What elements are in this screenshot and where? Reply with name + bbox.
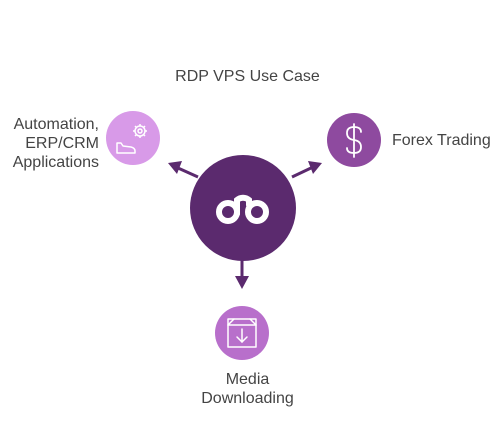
left-node-label-line-3: Applications [12,154,99,171]
arrow-to-left [168,161,199,179]
arrow-bottom-head [235,276,249,289]
left-node-label-line-1: Automation, [13,116,99,133]
download-box-icon [227,318,257,348]
arrow-left-line [177,166,199,179]
arrow-to-bottom [235,260,249,289]
center-circle [190,155,296,261]
arrow-left-head [168,161,182,174]
arrow-right-head [308,161,322,174]
left-node [106,111,160,165]
left-node-label: Automation, ERP/CRM Applications [13,115,99,172]
bottom-node [215,306,269,360]
right-node [327,113,381,167]
arrow-right-line [291,166,312,179]
bottom-node-label-line-2: Downloading [201,390,294,407]
arrow-to-right [291,161,322,179]
right-node-label: Forex Trading [392,132,491,149]
left-node-circle [106,111,160,165]
bottom-node-label: Media Downloading [0,370,495,408]
gear-and-shoe-icon [116,124,147,154]
left-node-label-line-2: ERP/CRM [25,135,99,152]
ab-logo-icon [216,194,269,224]
bottom-node-label-line-1: Media [225,371,270,388]
dollar-icon [346,123,362,158]
diagram-title: RDP VPS Use Case [175,68,320,85]
center-node [190,155,296,261]
